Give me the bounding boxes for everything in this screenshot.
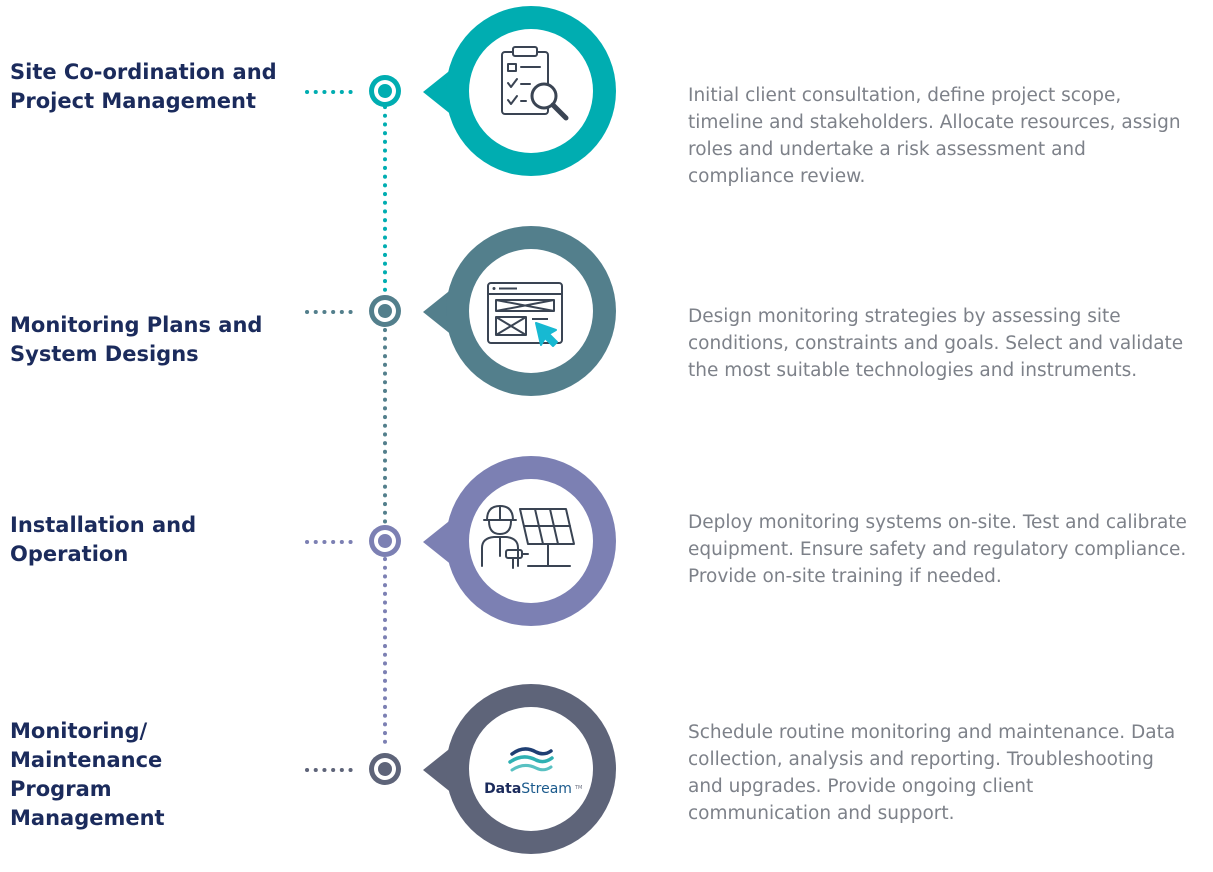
wireframe-cursor-icon: [487, 282, 563, 347]
stage-1-description: Initial client consultation, define proj…: [688, 85, 1181, 187]
logo-wave-3: [510, 763, 553, 772]
stage-3-description: Deploy monitoring systems on-site. Test …: [688, 512, 1187, 587]
stage-3-marker-dot: [378, 534, 392, 548]
stage-4-title: Monitoring/ Maintenance Program Manageme…: [10, 719, 165, 830]
logo-trademark: TM: [574, 785, 582, 791]
stage-1-title: Site Co-ordination and Project Managemen…: [10, 60, 277, 113]
stage-1-marker-dot: [378, 84, 392, 98]
stage-3-title: Installation and Operation: [10, 513, 197, 566]
stage-4-node: DataStream TM: [305, 684, 616, 854]
datastream-logo: DataStream TM: [484, 747, 582, 797]
stage-1-node: [305, 6, 616, 176]
logo-text-bold: Data: [484, 781, 521, 797]
svg-text:DataStream: DataStream: [484, 781, 572, 797]
worker-solar-panel-icon: [481, 505, 575, 569]
checklist-search-icon: [501, 46, 569, 121]
logo-text-regular: Stream: [521, 781, 572, 797]
stage-4-marker-dot: [378, 762, 392, 776]
stage-3-node: [305, 456, 616, 626]
stage-1-bubble-inner: [469, 29, 593, 153]
stage-4-bubble-inner: [469, 707, 593, 831]
stage-3-bubble-inner: [469, 479, 593, 603]
stage-4-description: Schedule routine monitoring and maintena…: [688, 722, 1176, 824]
logo-wave-2: [508, 755, 554, 764]
stage-2-description: Design monitoring strategies by assessin…: [688, 306, 1184, 381]
stage-2-node: [305, 226, 616, 396]
stage-2-title: Monitoring Plans and System Designs: [10, 313, 263, 366]
logo-wave-1: [510, 747, 553, 756]
stage-2-marker-dot: [378, 304, 392, 318]
